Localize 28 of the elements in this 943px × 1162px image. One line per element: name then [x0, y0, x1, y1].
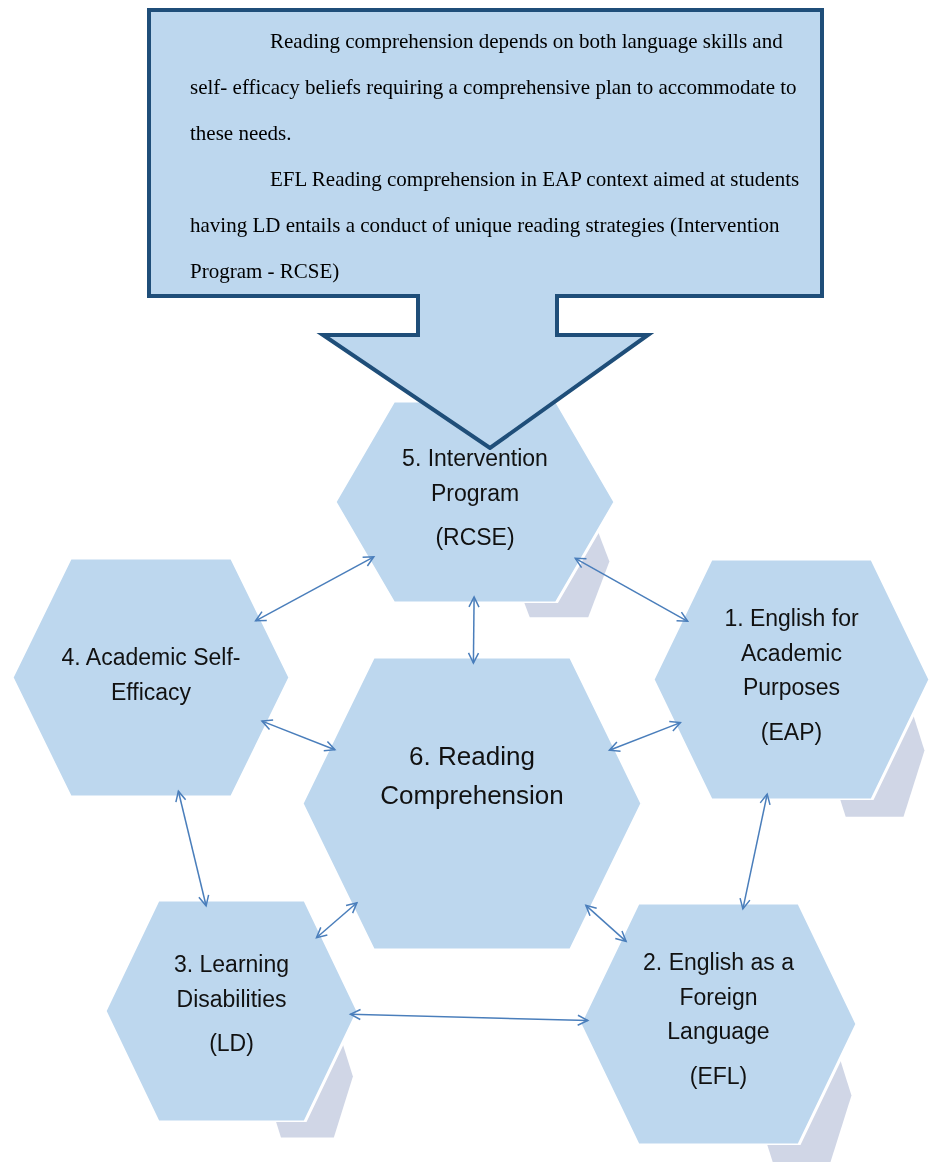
double-arrow: [585, 904, 627, 943]
callout-paragraph: EFL Reading comprehension in EAP context aimed at students having LD entails a conduct of unique reading strategies (Intervention Program - RCSE): [190, 166, 801, 285]
double-arrow: [739, 793, 771, 910]
double-arrow: [608, 720, 682, 752]
hexagon-node: [335, 401, 615, 603]
hexagon-node: [653, 559, 930, 800]
double-arrow: [467, 596, 480, 664]
node-label: 6. Reading Comprehension: [379, 740, 565, 812]
hexagon-node: [105, 900, 358, 1122]
double-arrow: [574, 557, 689, 623]
hexagon-node: [580, 903, 857, 1145]
node-label: 1. English for Academic Purposes: [723, 604, 860, 702]
double-arrow: [261, 719, 336, 752]
callout-paragraph: Reading comprehension depends on both language skills and self- efficacy beliefs requiring a comprehensive plan to accommodate to these needs.: [190, 28, 798, 147]
node-label: 5. Intervention Program: [401, 444, 549, 508]
double-arrow: [175, 790, 210, 907]
node-label: (EFL): [688, 1061, 749, 1091]
double-arrow: [315, 902, 358, 939]
node-label: (EAP): [759, 717, 824, 747]
node-label: (RCSE): [434, 523, 516, 552]
hexagon-node: [12, 558, 290, 797]
double-arrow: [254, 556, 375, 622]
node-label: (LD): [208, 1029, 255, 1058]
node-label: 4. Academic Self- Efficacy: [60, 643, 242, 707]
hexagon-node: [302, 657, 642, 950]
node-label: 3. Learning Disabilities: [172, 950, 291, 1014]
double-arrow: [349, 1008, 589, 1026]
node-label: 2. English as a Foreign Language: [642, 948, 795, 1046]
